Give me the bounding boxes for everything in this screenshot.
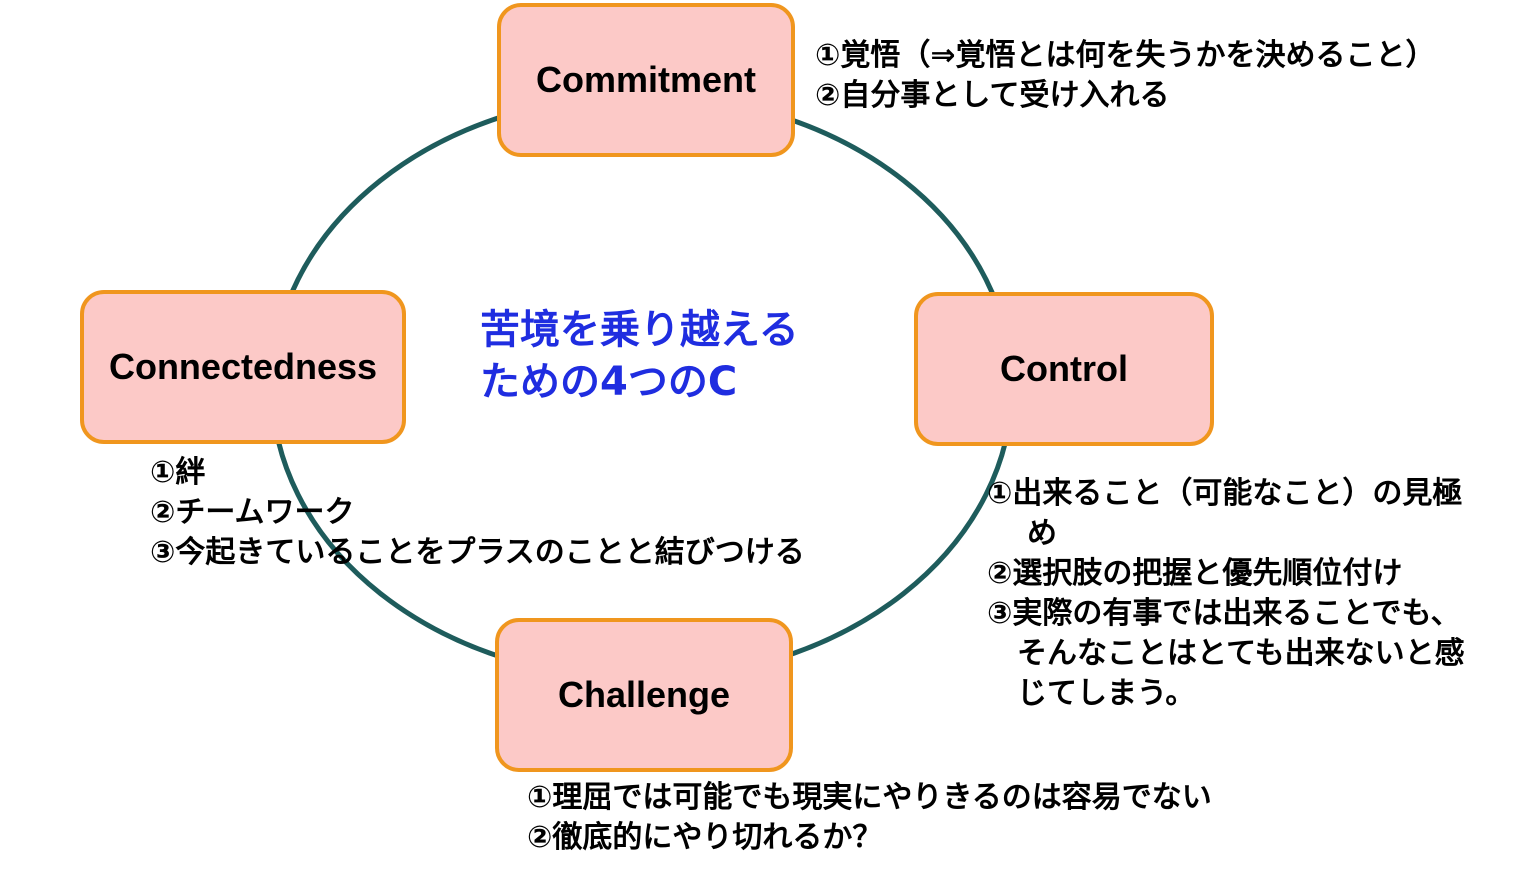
- node-connectedness-label: Connectedness: [108, 346, 378, 387]
- node-challenge: Challenge: [495, 618, 793, 772]
- connectedness-note-2: ②チームワーク: [150, 495, 355, 530]
- diagram-title-line2: ための4つのC: [480, 359, 738, 405]
- commitment-notes: ①覚悟（⇒覚悟とは何を失うかを決めること） ②自分事として受け入れる: [815, 36, 1436, 116]
- node-connectedness: Connectedness: [80, 290, 406, 444]
- connectedness-note-3: ③今起きていることをプラスのことと結びつける: [150, 535, 805, 570]
- commitment-note-2: ②自分事として受け入れる: [815, 78, 1170, 113]
- control-note-2: ②選択肢の把握と優先順位付け: [987, 556, 1403, 591]
- control-note-3: ③実際の有事では出来ることでも、: [987, 596, 1461, 631]
- challenge-note-2: ②徹底的にやり切れるか？: [527, 820, 883, 855]
- control-note-1-cont: め: [1027, 516, 1057, 551]
- control-note-3-cont1: そんなことはとても出来ないと感: [1017, 636, 1465, 671]
- control-note-1: ①出来ること（可能なこと）の見極: [987, 476, 1463, 511]
- control-notes: ①出来ること（可能なこと）の見極 め ②選択肢の把握と優先順位付け ③実際の有事…: [987, 474, 1465, 714]
- connectedness-note-1: ①絆: [150, 455, 206, 490]
- challenge-note-1: ①理屈では可能でも現実にやりきるのは容易でない: [527, 780, 1212, 815]
- node-control-label: Control: [1000, 348, 1128, 389]
- node-challenge-label: Challenge: [557, 674, 731, 715]
- challenge-notes: ①理屈では可能でも現実にやりきるのは容易でない ②徹底的にやり切れるか？: [527, 778, 1212, 858]
- node-control: Control: [914, 292, 1214, 446]
- node-commitment-label: Commitment: [535, 59, 756, 100]
- control-note-3-cont2: じてしまう。: [1017, 676, 1196, 711]
- diagram-title-line1: 苦境を乗り越える: [480, 307, 799, 353]
- connectedness-notes: ①絆 ②チームワーク ③今起きていることをプラスのことと結びつける: [150, 453, 805, 573]
- node-commitment: Commitment: [497, 3, 795, 157]
- commitment-note-1: ①覚悟（⇒覚悟とは何を失うかを決めること）: [815, 38, 1436, 73]
- diagram-title: 苦境を乗り越える ための4つのC: [480, 304, 799, 408]
